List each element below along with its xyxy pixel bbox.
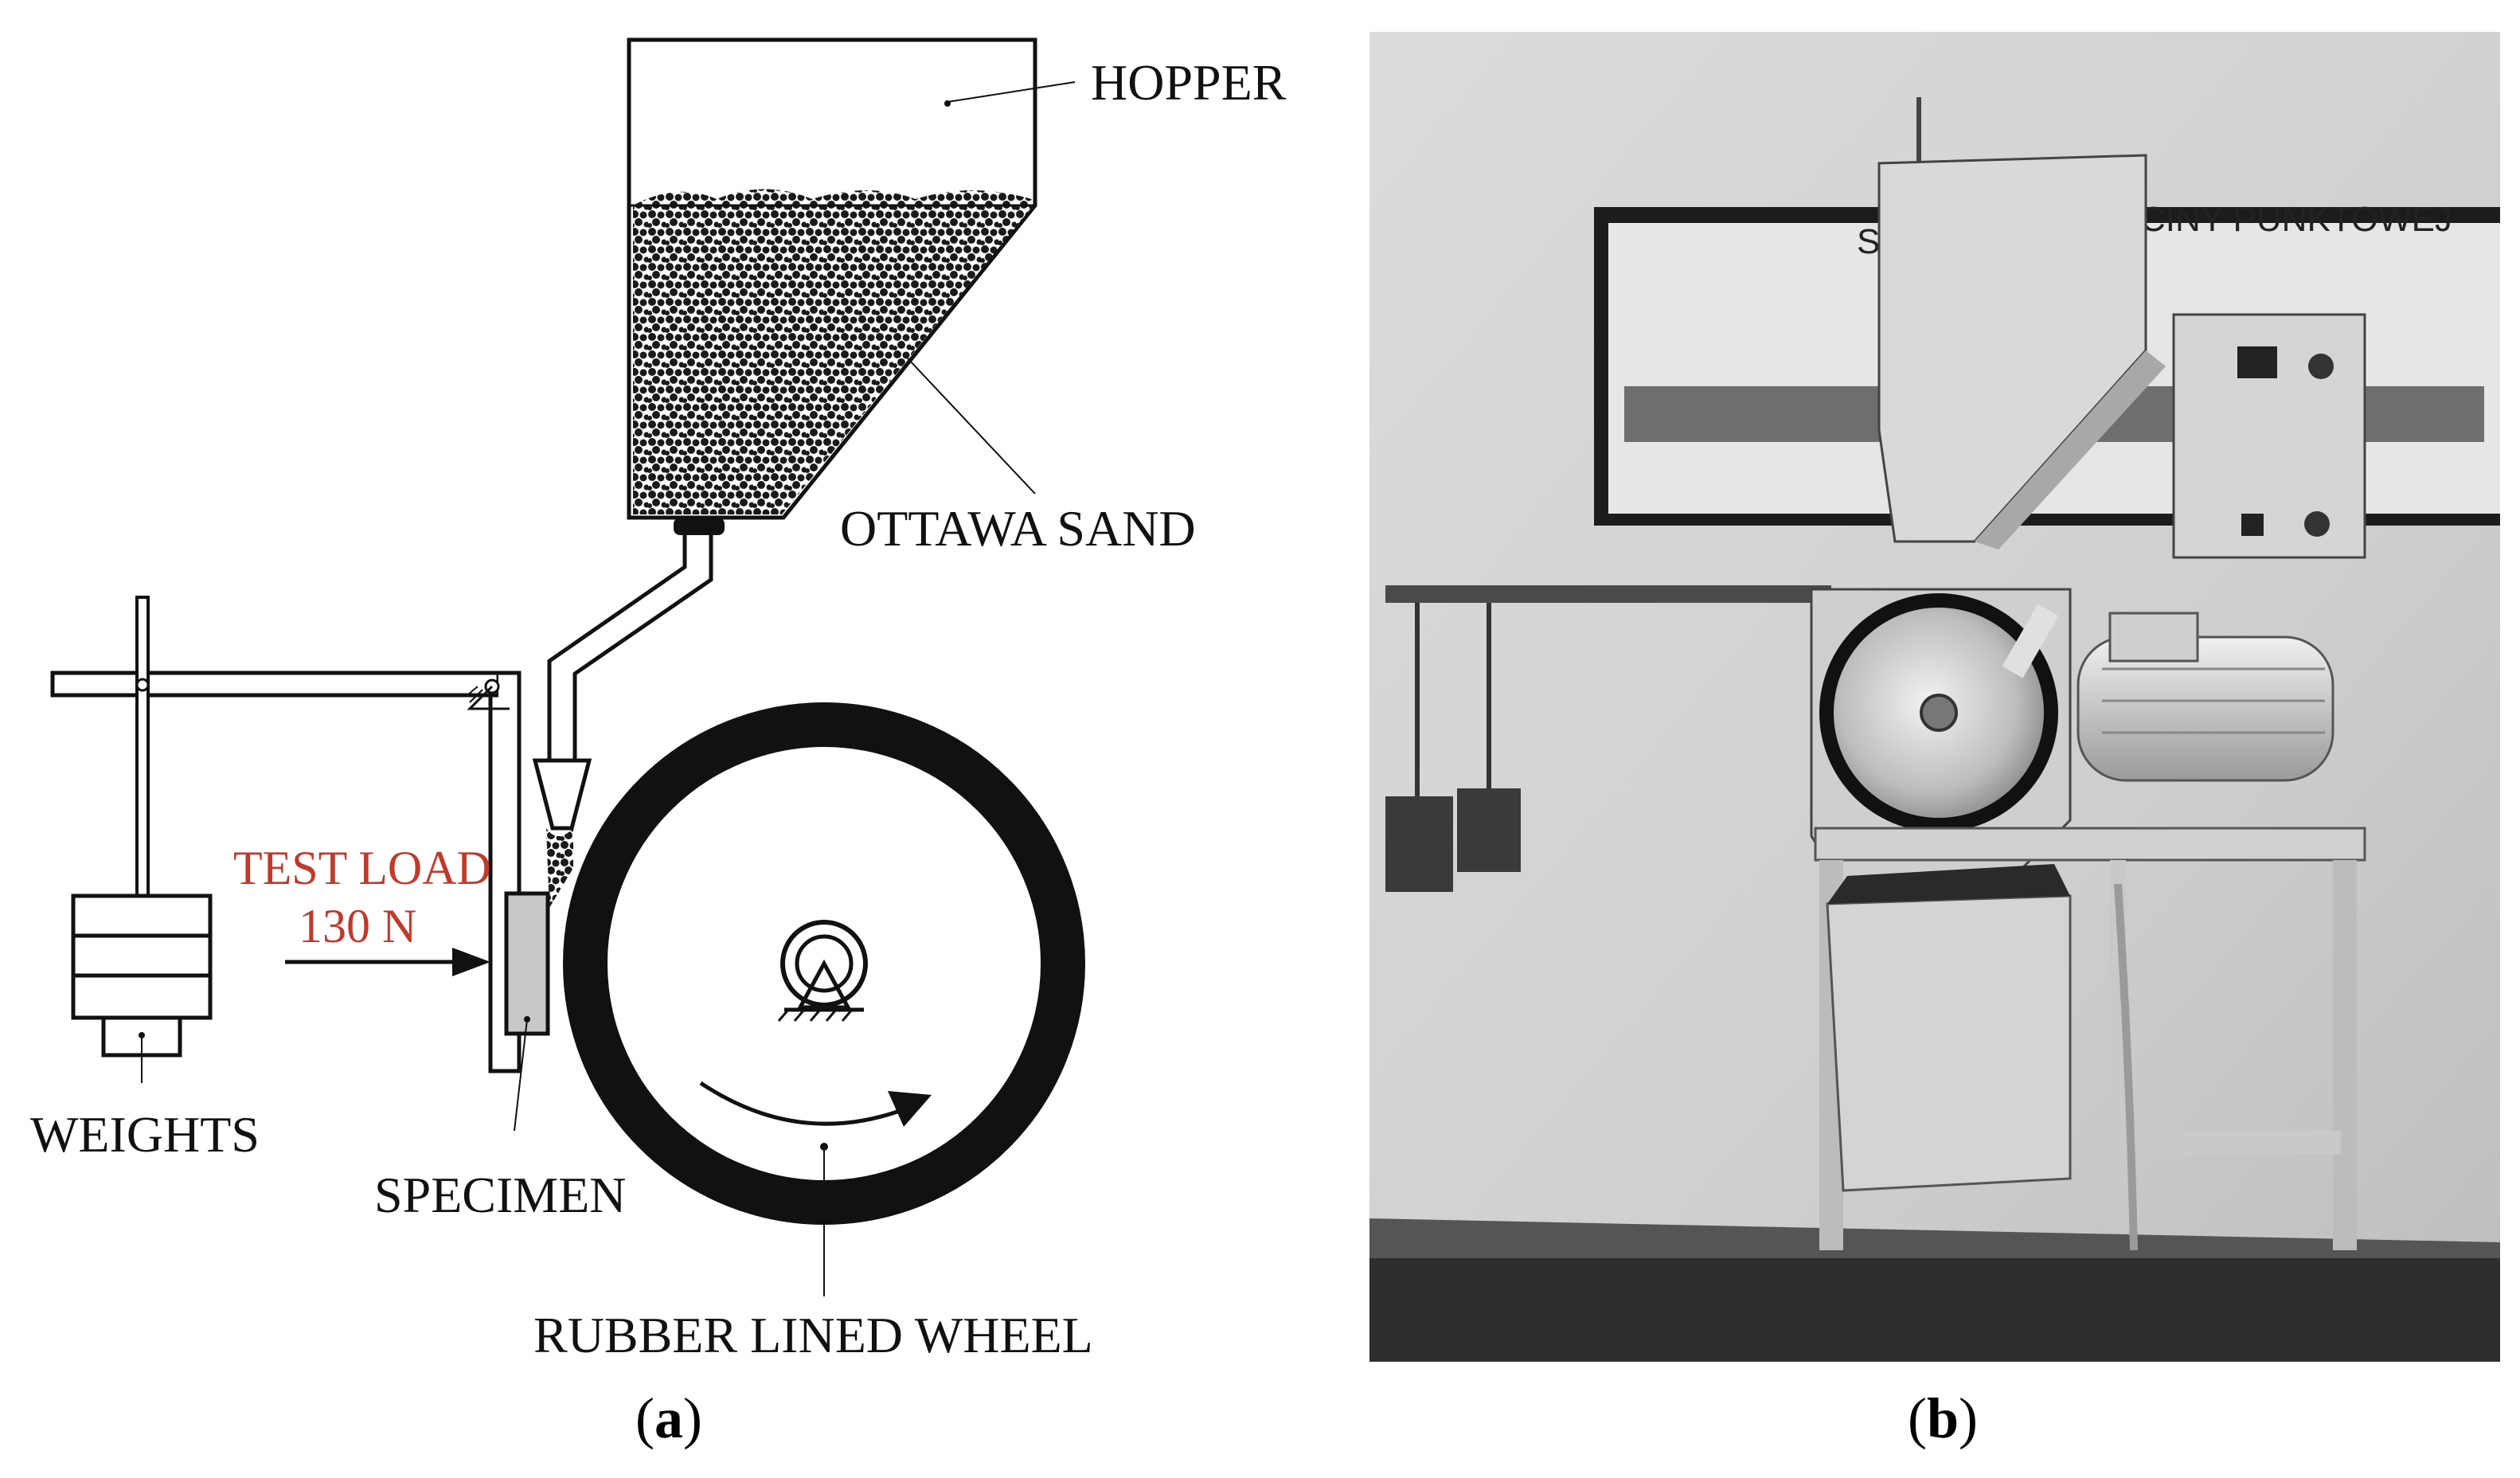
power-cable: [2114, 883, 2138, 1251]
stand: [1814, 827, 2366, 1250]
label-specimen: SPECIMEN: [374, 1167, 627, 1223]
rubber-lined-wheel: [563, 702, 1085, 1225]
floor: [1369, 1250, 2500, 1362]
control-knob-bottom-icon: [2304, 511, 2330, 537]
machine-hopper: [1877, 97, 2166, 549]
label-ottawa-sand: OTTAWA SAND: [840, 500, 1196, 557]
sign-text-right: CINY PUNKTOWEJ: [2140, 200, 2452, 239]
ottawa-sand-fill: [633, 189, 1032, 514]
control-display-icon: [2237, 346, 2277, 378]
schematic-diagram: HOPPER OTTAWA SAND TEST LOAD 130 N WEIGH…: [30, 37, 1287, 1363]
control-box: [2172, 313, 2366, 559]
label-hopper: HOPPER: [1091, 54, 1287, 111]
label-rubber-lined-wheel: RUBBER LINED WHEEL: [533, 1307, 1093, 1363]
sand-leader: [907, 358, 1036, 495]
collection-box: [1826, 864, 2072, 1192]
motor: [2077, 612, 2334, 782]
hopper-outlet: [674, 518, 725, 535]
weights: [71, 893, 213, 1083]
machine-photo: ST CINY PUNKTOWEJ: [1369, 32, 2500, 1362]
control-switch-icon: [2241, 514, 2264, 536]
rotation-arrow: [699, 1081, 901, 1126]
sand-feed-pipe: [532, 535, 713, 908]
wheel-axle-icon: [780, 920, 868, 1007]
caption-a: (a): [635, 1386, 702, 1450]
hopper: [627, 37, 1037, 535]
label-test-load: TEST LOAD: [233, 842, 491, 894]
specimen: [504, 891, 550, 1132]
label-weights: WEIGHTS: [30, 1106, 260, 1163]
weight-right: [1457, 788, 1521, 872]
feed-nozzle: [532, 758, 592, 831]
wheel-housing: [1810, 588, 2072, 893]
test-load-arrow: [285, 948, 490, 976]
lever-arm: [50, 596, 522, 1073]
lever-with-weights: [1385, 585, 1831, 892]
caption-b: (b): [1907, 1386, 1978, 1450]
weight-left: [1385, 796, 1453, 892]
hopper-leader: [947, 81, 1076, 103]
control-knob-top-icon: [2308, 354, 2334, 379]
label-test-load-value: 130 N: [299, 900, 416, 952]
